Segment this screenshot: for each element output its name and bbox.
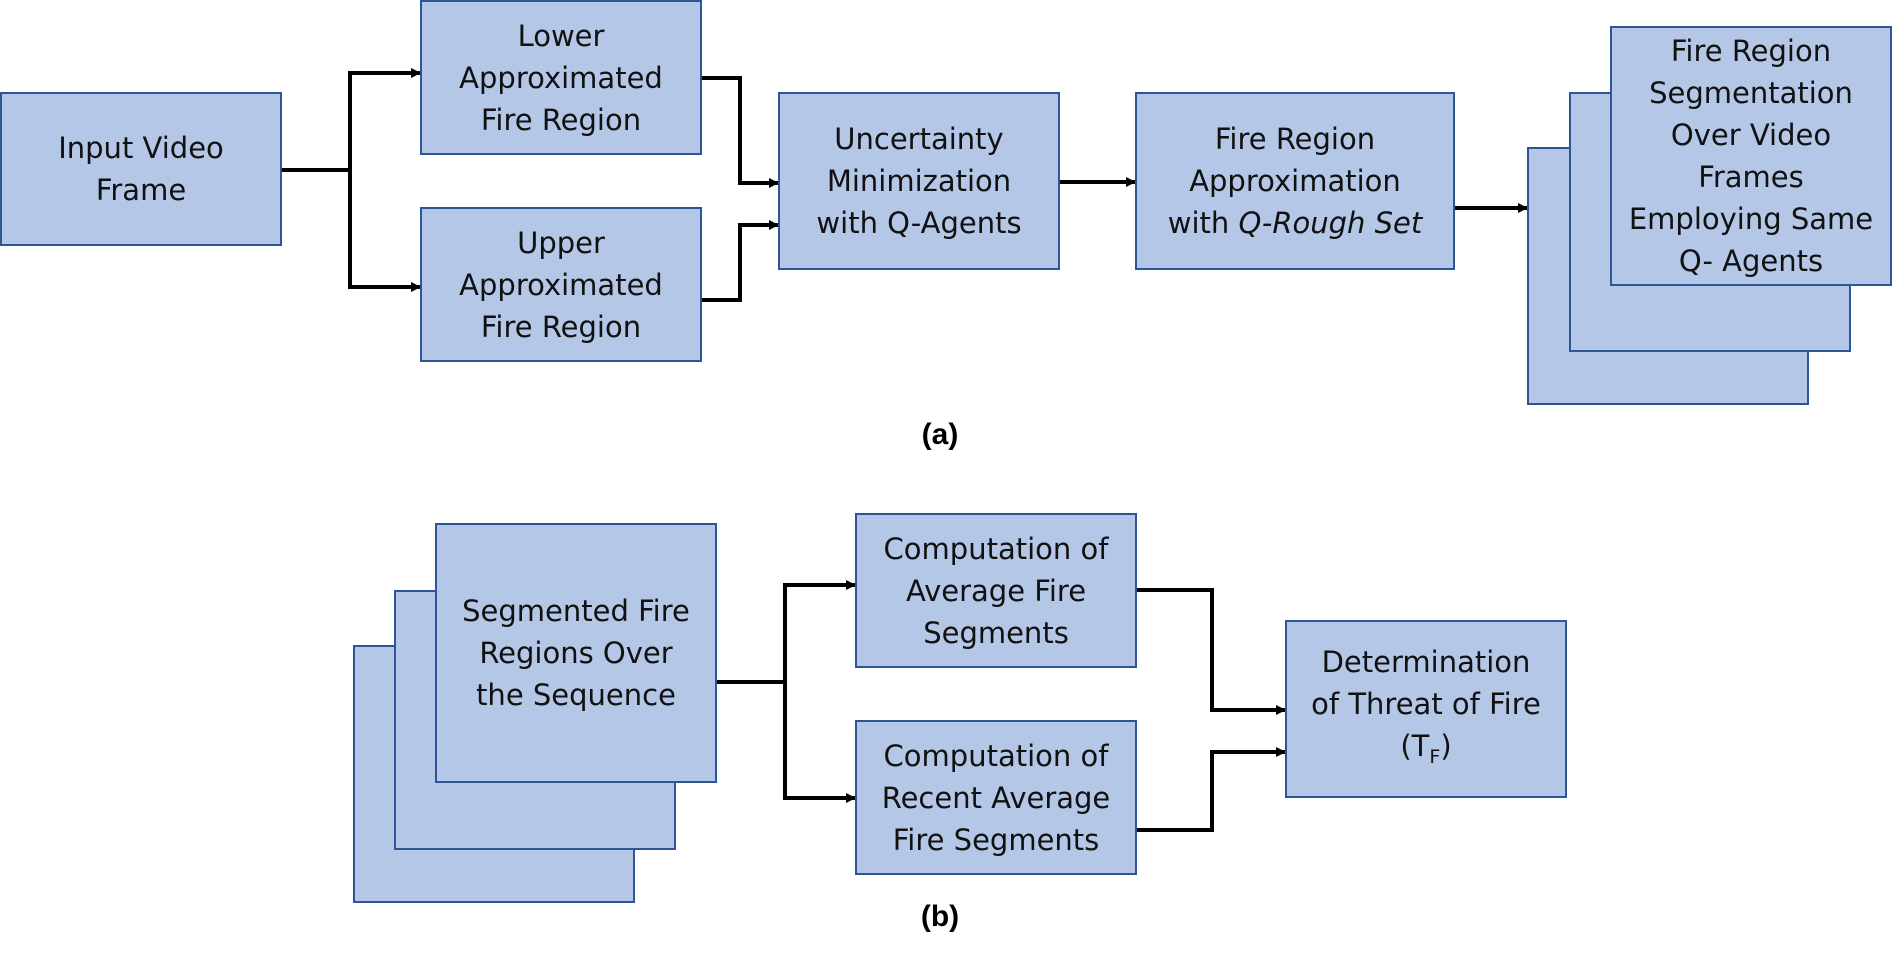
arrow-average-to-threat: [1137, 588, 1286, 715]
arrow-input-to-upper: [280, 168, 421, 292]
threat-of-fire-box: Determination of Threat of Fire (TF): [1285, 620, 1567, 798]
threat-subscript: F: [1429, 745, 1441, 768]
segmented-fire-regions-label: Segmented Fire Regions Over the Sequence: [462, 594, 690, 712]
input-video-frame-box: Input Video Frame: [0, 92, 282, 246]
panel-b-caption: (b): [920, 900, 960, 933]
fire-region-segmentation-box: Fire Region Segmentation Over Video Fram…: [1610, 26, 1892, 286]
lower-approximated-fire-region-box: Lower Approximated Fire Region: [420, 0, 702, 155]
arrow-segmented-to-recent: [716, 680, 856, 803]
threat-text: Determination of Threat of Fire (T: [1311, 644, 1541, 763]
threat-of-fire-label: Determination of Threat of Fire (TF): [1311, 641, 1541, 778]
recent-average-fire-segments-label: Computation of Recent Average Fire Segme…: [881, 738, 1111, 857]
segmented-fire-regions-box: Segmented Fire Regions Over the Sequence: [435, 523, 717, 783]
arrow-lower-to-uncertainty: [700, 76, 779, 188]
q-rough-set-text: Q-Rough Set: [1238, 206, 1423, 240]
arrow-recent-to-threat: [1137, 747, 1286, 832]
average-fire-segments-box: Computation of Average Fire Segments: [855, 513, 1137, 668]
arrow-upper-to-uncertainty: [700, 220, 779, 302]
input-video-frame-label: Input Video Frame: [58, 131, 224, 207]
panel-a-caption: (a): [921, 418, 959, 451]
lower-approximated-label: Lower Approximated Fire Region: [459, 18, 663, 137]
uncertainty-minimization-label: Uncertainty Minimization with Q-Agents: [816, 122, 1022, 240]
fire-region-segmentation-label: Fire Region Segmentation Over Video Fram…: [1628, 34, 1874, 278]
average-fire-segments-label: Computation of Average Fire Segments: [883, 531, 1109, 650]
arrow-input-to-lower: [280, 68, 421, 172]
fire-region-approximation-label: Fire Region Approximation with Q-Rough S…: [1168, 118, 1422, 244]
arrow-segmented-to-average: [716, 580, 856, 684]
upper-approximated-label: Upper Approximated Fire Region: [459, 225, 663, 344]
threat-close: ): [1440, 728, 1452, 763]
approx-text: Fire Region Approximation with: [1167, 122, 1401, 240]
fire-region-approximation-box: Fire Region Approximation with Q-Rough S…: [1135, 92, 1455, 270]
recent-average-fire-segments-box: Computation of Recent Average Fire Segme…: [855, 720, 1137, 875]
upper-approximated-fire-region-box: Upper Approximated Fire Region: [420, 207, 702, 362]
uncertainty-minimization-box: Uncertainty Minimization with Q-Agents: [778, 92, 1060, 270]
